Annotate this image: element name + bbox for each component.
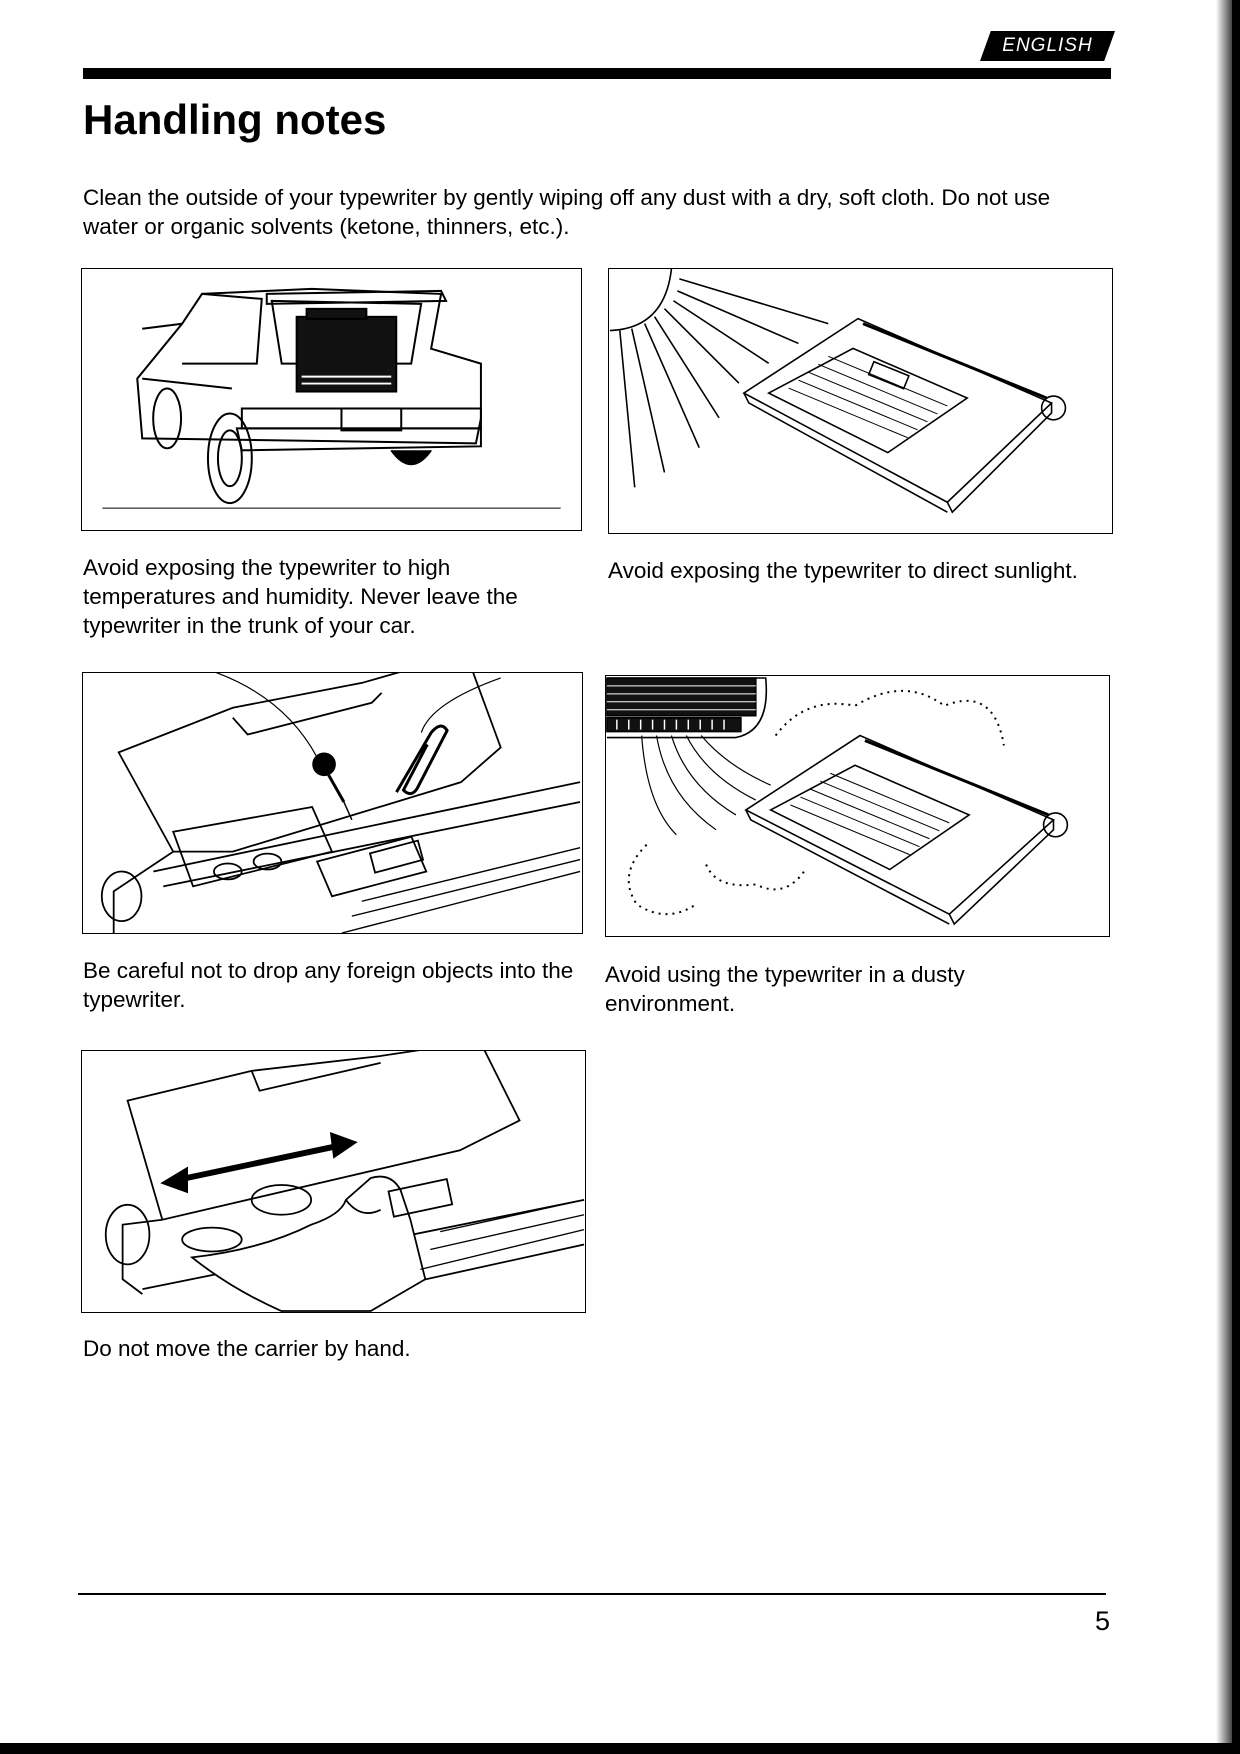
- dust-illustration: [605, 675, 1110, 937]
- note-caption: Avoid exposing the typewriter to direct …: [608, 558, 1078, 583]
- page-edge-shadow: [1216, 0, 1232, 1754]
- car-trunk-illustration: [81, 268, 582, 531]
- sunlight-illustration: [608, 268, 1113, 534]
- carrier-hand-illustration: [81, 1050, 586, 1313]
- note-caption: Be careful not to drop any foreign objec…: [83, 958, 574, 1012]
- page-title: Handling notes: [83, 96, 387, 143]
- footer-rule: [78, 1593, 1106, 1595]
- foreign-objects-illustration: [82, 672, 583, 934]
- page-edge-bottom: [0, 1743, 1240, 1754]
- header-rule: [83, 68, 1111, 79]
- note-caption: Avoid using the typewriter in a dusty en…: [605, 962, 965, 1016]
- note-caption: Avoid exposing the typewriter to high te…: [83, 555, 518, 638]
- note-caption: Do not move the carrier by hand.: [83, 1336, 411, 1361]
- language-tab: ENGLISH: [980, 31, 1115, 61]
- page-number: 5: [1094, 1606, 1110, 1636]
- intro-paragraph: Clean the outside of your typewriter by …: [83, 185, 1051, 239]
- page-edge-right: [1232, 0, 1240, 1754]
